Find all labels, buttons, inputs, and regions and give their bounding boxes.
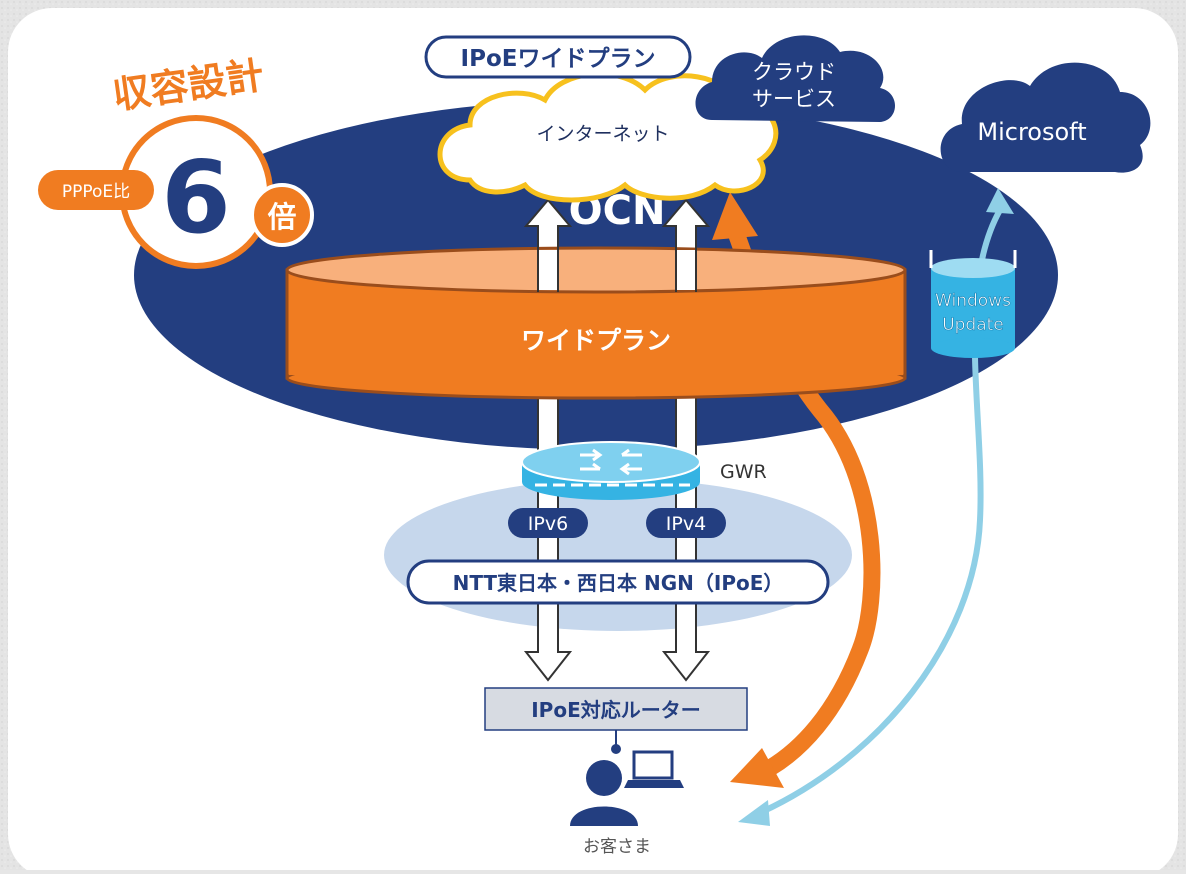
cloud-services-line1: クラウド: [752, 60, 836, 84]
orange-arrowhead-down: [730, 748, 784, 788]
wide-plan-label: ワイドプラン: [521, 326, 671, 355]
ipv4-arrow: [661, 198, 711, 682]
windows-update-arrowhead-up: [986, 188, 1014, 214]
laptop-icon: [624, 750, 684, 788]
customer-label: お客さま: [583, 837, 651, 857]
windows-update-cylinder: [929, 250, 1017, 358]
windows-update-line2: Update: [942, 315, 1004, 335]
ngn-box: [406, 559, 830, 605]
ipv4-pill: [646, 508, 726, 538]
microsoft-cloud: [940, 62, 1151, 173]
ipv4-arrow-overlay: [677, 250, 695, 290]
gateway-label: GWR: [720, 461, 767, 483]
ipv6-arrow: [523, 198, 573, 682]
badge-suffix: 倍: [267, 200, 296, 234]
plan-tag-label: IPoEワイドプラン: [461, 46, 656, 72]
badge-prefix: PPPoE比: [62, 182, 130, 202]
ngn-area-ellipse: [384, 479, 852, 631]
cloud-services-cloud: [695, 35, 895, 123]
capacity-badge: 6 PPPoE比 倍: [38, 115, 314, 269]
ngn-label: NTT東日本・西日本 NGN（IPoE）: [453, 571, 784, 595]
badge-number: 6: [161, 139, 231, 256]
windows-update-arrowhead-down: [738, 800, 770, 826]
wide-plan-drum: [285, 246, 907, 400]
ipv6-pill: [508, 508, 588, 538]
plan-tag: [424, 35, 692, 79]
internet-label: インターネット: [536, 123, 669, 145]
microsoft-label: Microsoft: [977, 118, 1086, 146]
ipv6-arrow-overlay: [539, 250, 557, 290]
ipv6-label: IPv6: [528, 513, 568, 535]
customer-icon: [570, 760, 638, 826]
ipoe-router-box: [484, 687, 748, 731]
windows-update-line1: Windows: [935, 291, 1011, 311]
orange-arrowhead-up: [712, 192, 758, 240]
gateway-router: [521, 441, 701, 500]
ipoe-router-label: IPoE対応ルーター: [531, 698, 701, 722]
ipv4-label: IPv4: [666, 513, 706, 535]
cloud-services-line2: サービス: [752, 87, 836, 111]
